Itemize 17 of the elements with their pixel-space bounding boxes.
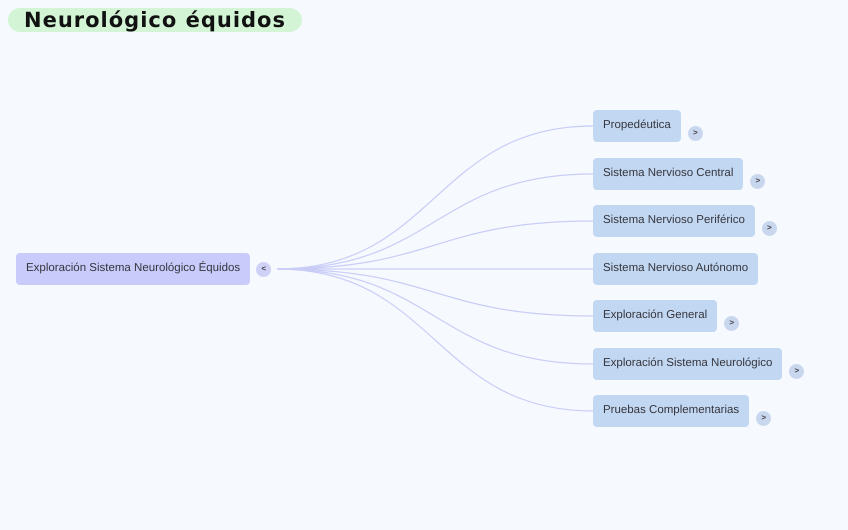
topic-box: Sistema Nervioso Periférico [593, 205, 755, 237]
topic-box: Exploración General [593, 300, 718, 332]
expand-button: > [789, 364, 804, 378]
topic-box: Pruebas Complementarias [593, 395, 750, 427]
title: Neurológico équidos [8, 8, 302, 32]
topic-box: Sistema Nervioso Autónomo [593, 253, 758, 285]
topic-box: Propedéutica [593, 110, 681, 142]
expand-button: > [688, 126, 703, 140]
expand-button: > [724, 316, 740, 330]
topic-box: Sistema Nervioso Central [593, 158, 744, 190]
topic-box: Exploración Sistema Neurológico [593, 348, 782, 380]
root-topic-box: Exploración Sistema Neurológico Équidos [16, 253, 250, 285]
expand-button: > [762, 220, 777, 236]
expand-button: > [750, 174, 766, 188]
connector-line [277, 268, 594, 412]
expand-button: > [756, 410, 772, 426]
collapse-button: < [256, 262, 272, 276]
